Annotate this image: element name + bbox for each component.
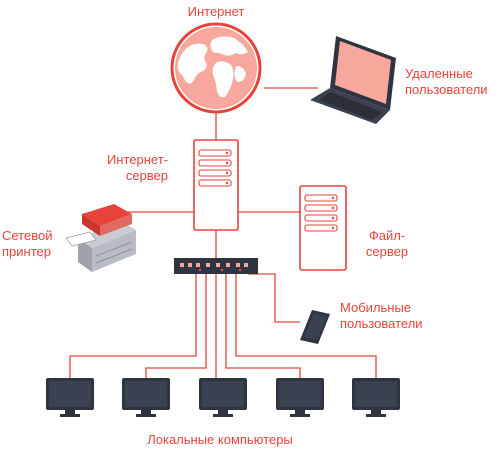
remote-users-label-line1: Удаленные — [405, 66, 473, 81]
network-printer-label-line2: принтер — [2, 244, 51, 259]
remote-users-label: Удаленные пользователи — [405, 66, 501, 98]
internet-label: Интернет — [166, 4, 266, 20]
local-computers-label: Локальные компьютеры — [120, 432, 320, 448]
network-printer-label-line1: Сетевой — [2, 228, 53, 243]
file-server-label-line2: сервер — [365, 244, 409, 259]
monitor-icon[interactable] — [276, 378, 324, 417]
web-server-label: Интернет- сервер — [96, 152, 168, 184]
globe-icon[interactable] — [170, 22, 262, 114]
internet-label-text: Интернет — [187, 4, 245, 19]
local-computers-group — [46, 378, 400, 417]
file-server-label: Файл- сервер — [352, 228, 422, 260]
file-server-label-line1: Файл- — [368, 228, 406, 243]
network-switch-icon[interactable] — [174, 258, 258, 274]
link-switch-pc5 — [235, 274, 377, 378]
network-printer-label: Сетевой принтер — [2, 228, 62, 260]
link-switch-mobile — [248, 273, 300, 323]
web-server-label-line1: Интернет- — [106, 152, 168, 167]
link-switch-pc2 — [145, 274, 207, 378]
mobile-users-label-line2: пользователи — [340, 316, 423, 331]
monitor-icon[interactable] — [352, 378, 400, 417]
link-switch-pc4 — [225, 274, 301, 378]
connection-lines — [69, 87, 377, 378]
monitor-icon[interactable] — [122, 378, 170, 417]
mobile-users-label: Мобильные пользователи — [340, 300, 450, 332]
laptop-icon[interactable] — [310, 36, 396, 124]
remote-users-label-line2: пользователи — [405, 82, 488, 97]
printer-icon[interactable] — [65, 204, 136, 272]
mobile-users-label-line1: Мобильные — [340, 300, 412, 315]
web-server-icon[interactable] — [193, 139, 239, 231]
monitor-icon[interactable] — [46, 378, 94, 417]
link-switch-pc1 — [69, 274, 197, 378]
local-computers-label-text: Локальные компьютеры — [147, 432, 293, 447]
file-server-icon[interactable] — [299, 185, 347, 271]
web-server-label-line2: сервер — [125, 168, 168, 183]
monitor-icon[interactable] — [199, 378, 247, 417]
tablet-icon[interactable] — [300, 310, 330, 344]
